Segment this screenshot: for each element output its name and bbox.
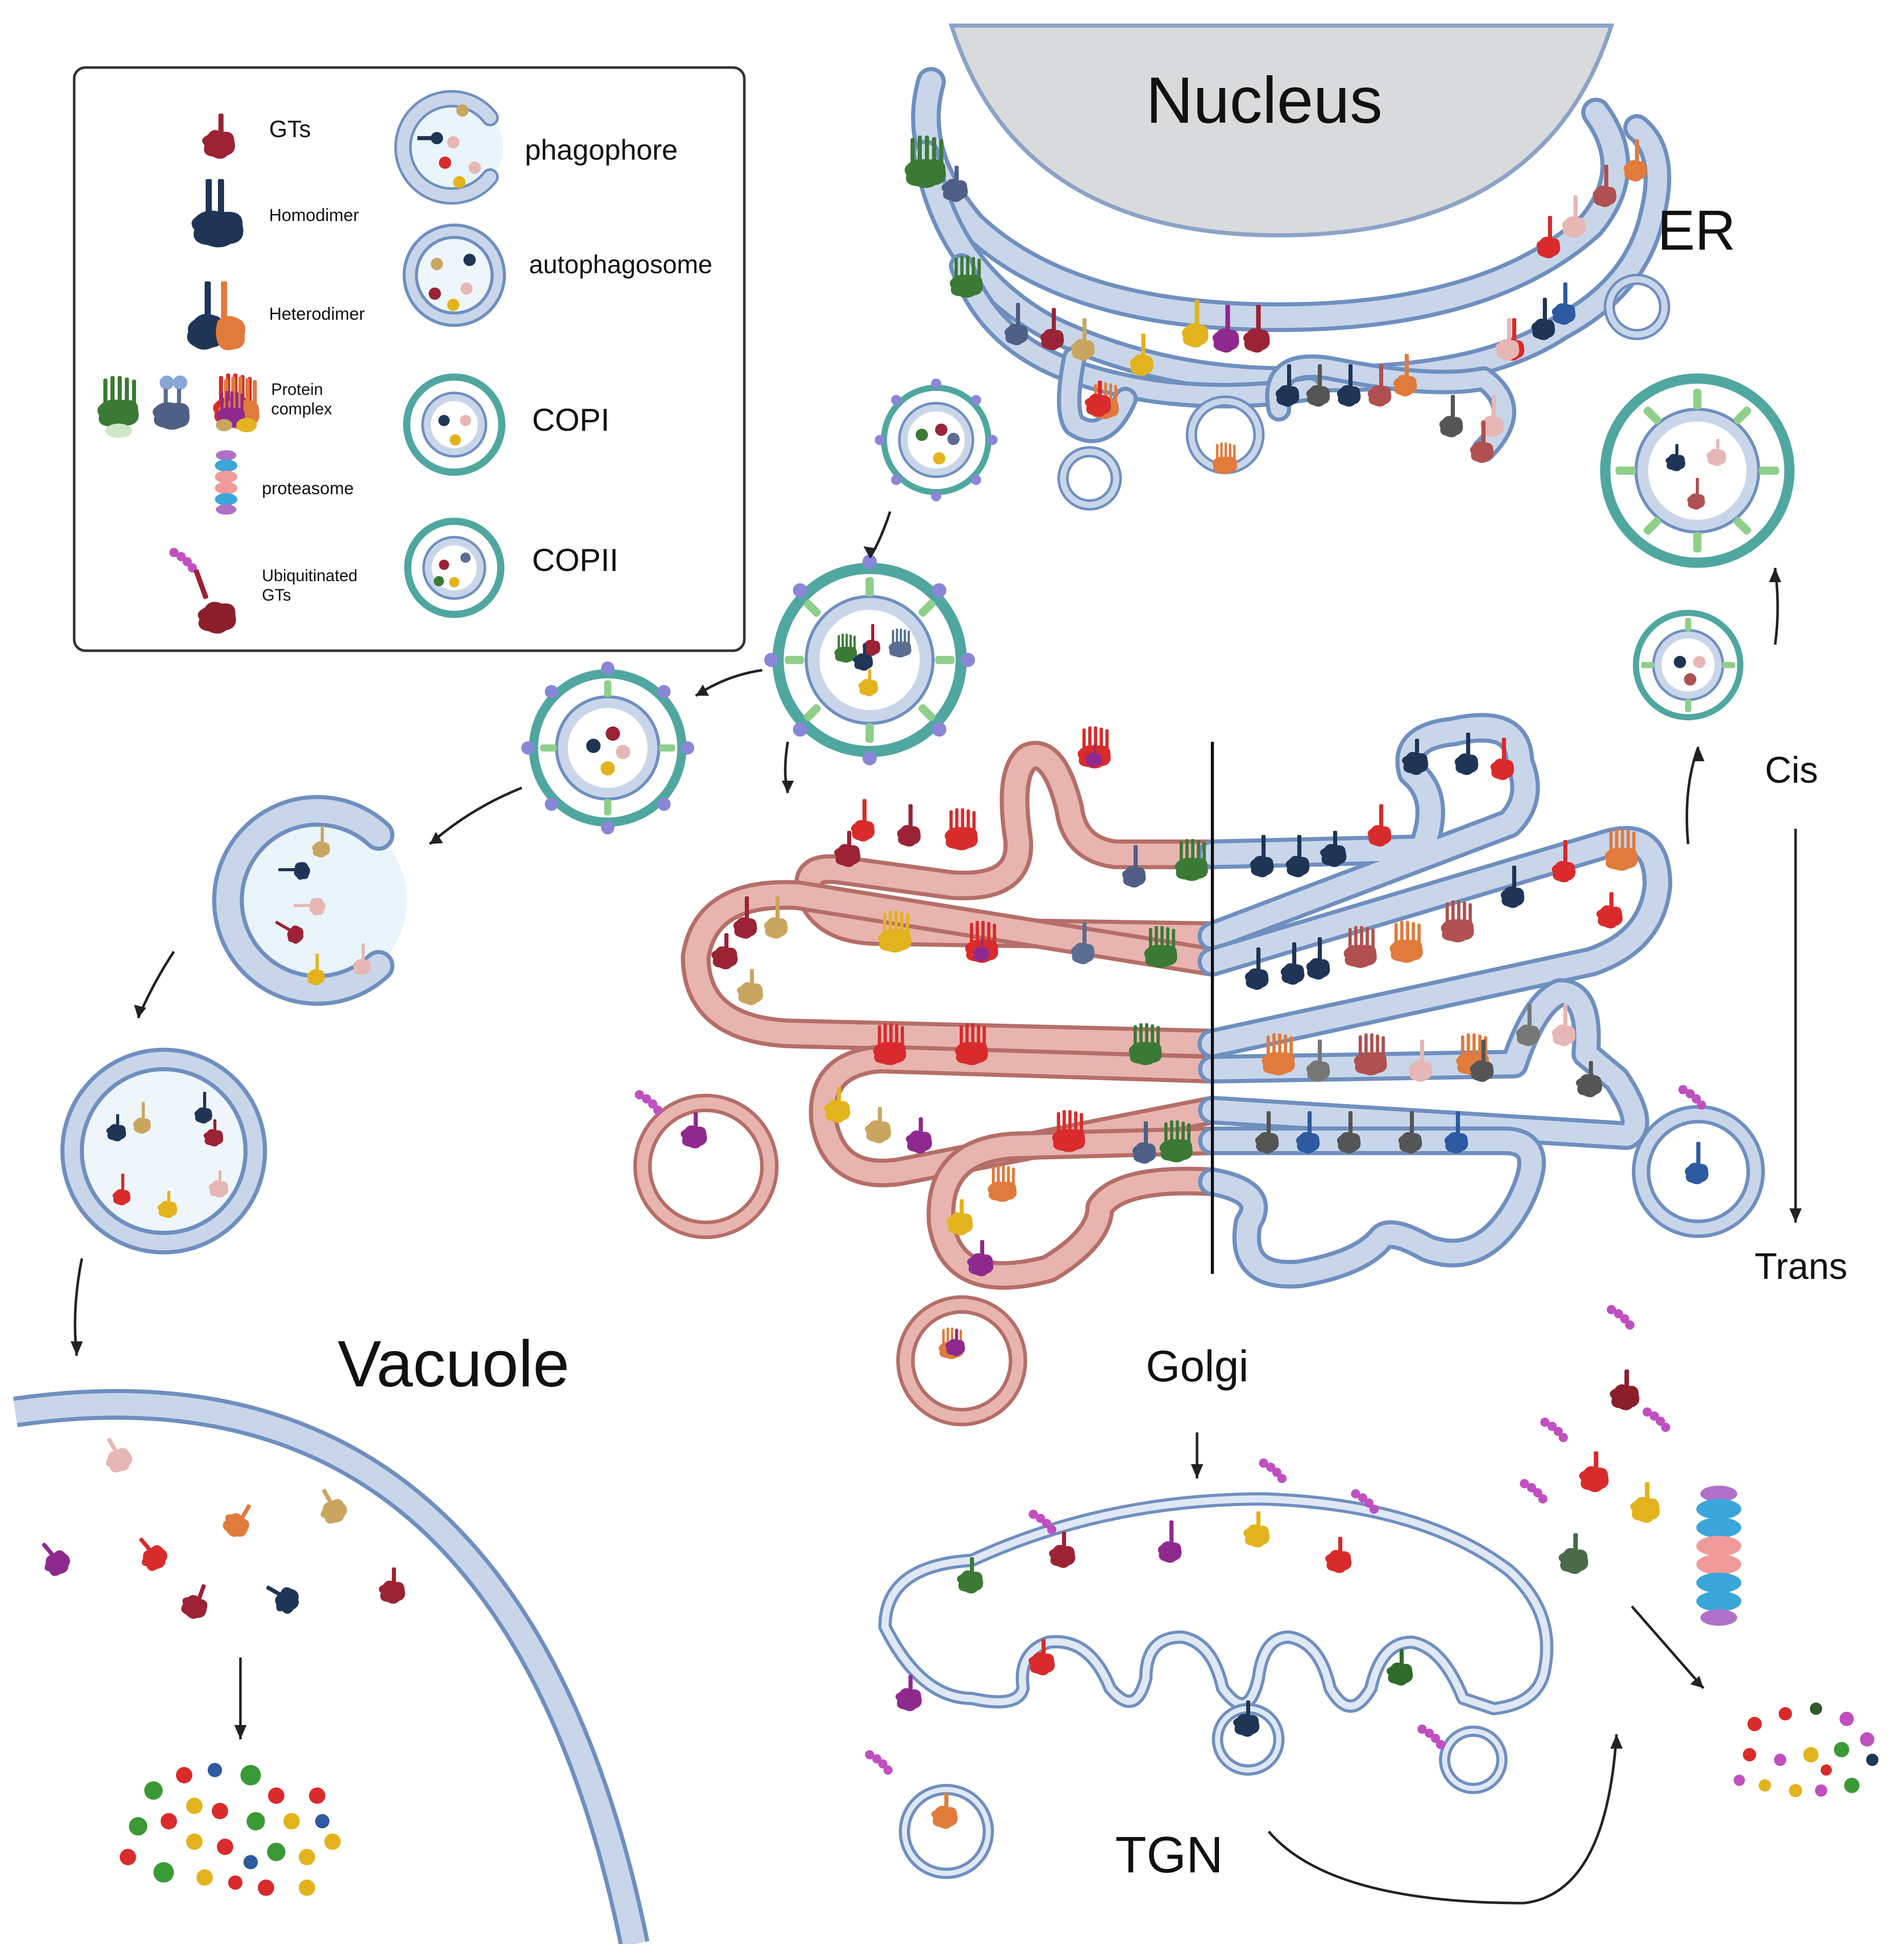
- cis-label: Cis: [1765, 750, 1818, 791]
- protein-complex-green-icon: [97, 376, 139, 438]
- legend-autophagosome-label: autophagosome: [529, 250, 713, 279]
- legend-frame: [73, 66, 746, 652]
- golgi-label: Golgi: [1146, 1342, 1249, 1391]
- homodimer-icon: [191, 179, 243, 248]
- protein-complex-multi-icon: [213, 373, 260, 432]
- proteasome: [1696, 1486, 1741, 1626]
- er-label: ER: [1657, 199, 1736, 262]
- copi-vesicle-small: [1633, 610, 1743, 720]
- autophagosome-icon: [403, 224, 506, 327]
- legend-protein-complex-line1: Protein: [271, 380, 323, 399]
- legend-protein-complex-line2: complex: [271, 400, 332, 418]
- legend-ubiquitinated-line2: GTs: [262, 586, 291, 604]
- vacuole-membrane: [13, 1389, 650, 1944]
- phagophore: [212, 795, 407, 1006]
- copii-vesicle-small: [875, 379, 998, 501]
- copii-vesicle-large: [764, 555, 975, 765]
- golgi-trans-cisternae: [1198, 713, 1672, 1289]
- vacuole-degraded-fragments: [120, 1763, 341, 1896]
- legend-homodimer-label: Homodimer: [269, 206, 359, 225]
- protein-complex-blue-icon: [152, 375, 190, 430]
- proteasome-icon: [215, 450, 237, 515]
- nucleus-label: Nucleus: [1146, 64, 1382, 137]
- nucleus: [948, 24, 1614, 238]
- legend-proteasome-label: proteasome: [262, 479, 354, 498]
- heterodimer-icon: [187, 281, 246, 350]
- autophagosome: [60, 1048, 267, 1254]
- copii-vesicle-mid: [521, 661, 694, 834]
- phagophore-icon: [394, 90, 503, 205]
- ubiquitinated-gts-icon: [169, 548, 236, 634]
- copii-icon: [404, 518, 504, 618]
- arrowheads: [71, 546, 1802, 1749]
- copi-vesicle-large: [1600, 373, 1795, 568]
- cytosolic-ubiquitinated-gts: [1520, 1305, 1670, 1574]
- legend-heterodimer-label: Heterodimer: [269, 304, 365, 324]
- vacuole-label: Vacuole: [338, 1328, 569, 1401]
- degraded-fragments-cytosol: [1734, 1703, 1878, 1797]
- tgn-label: TGN: [1115, 1826, 1223, 1884]
- legend-copi-label: COPI: [532, 403, 610, 438]
- golgi-vesicles: [633, 1094, 1765, 1426]
- legend-phagophore-label: phagophore: [525, 134, 678, 166]
- legend-ubiquitinated-line1: Ubiquitinated: [262, 566, 358, 585]
- legend: GTs Homodimer Heterodimer: [73, 66, 746, 652]
- legend-copii-label: COPII: [532, 543, 618, 578]
- legend-gts-label: GTs: [269, 116, 311, 142]
- trans-label: Trans: [1755, 1246, 1847, 1287]
- golgi-cis-cisternae: [681, 741, 1227, 1290]
- tgn-membrane: [878, 1492, 1554, 1879]
- copi-icon: [403, 373, 505, 476]
